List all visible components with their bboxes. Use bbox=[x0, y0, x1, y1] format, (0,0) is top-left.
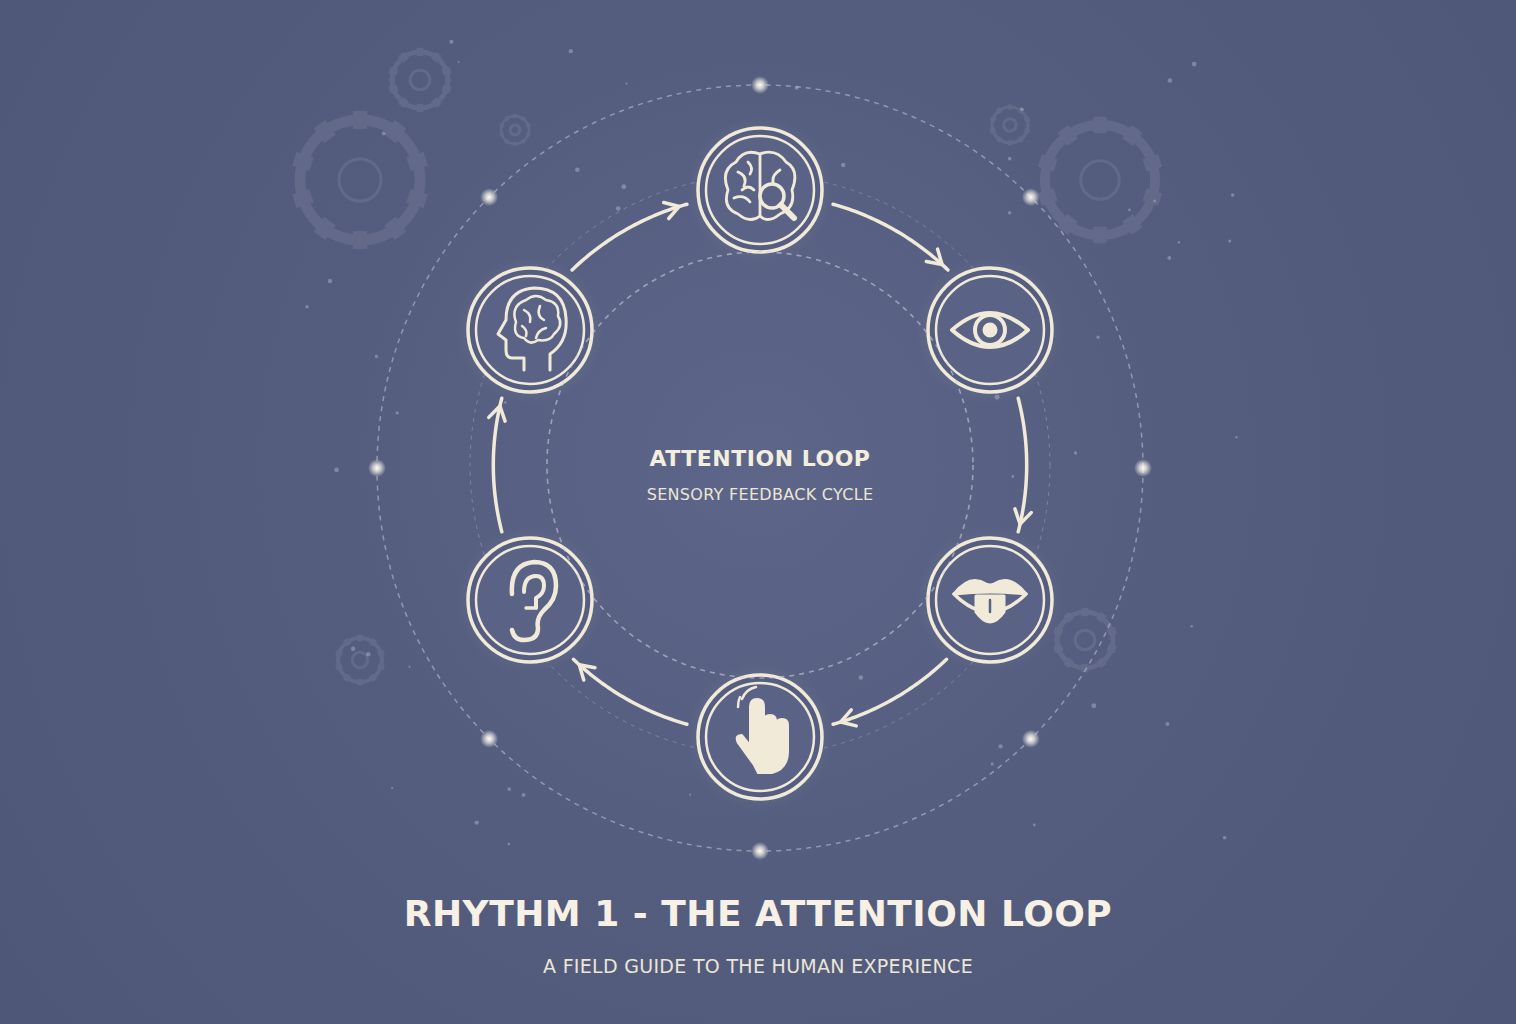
speck bbox=[991, 762, 994, 765]
speck bbox=[841, 163, 846, 168]
speck bbox=[375, 355, 378, 358]
ear-icon bbox=[456, 526, 604, 674]
speck bbox=[569, 49, 573, 53]
orbit-dot bbox=[1022, 188, 1040, 206]
arrowhead bbox=[664, 203, 680, 219]
speck bbox=[1096, 335, 1099, 338]
speck bbox=[689, 794, 691, 796]
brainsearch-icon bbox=[686, 116, 834, 264]
speck bbox=[1033, 823, 1036, 826]
loop-arc bbox=[833, 204, 948, 270]
eye-icon bbox=[916, 256, 1064, 404]
speck bbox=[1231, 193, 1235, 197]
speck bbox=[1235, 436, 1238, 439]
arrowhead bbox=[926, 249, 942, 264]
speck bbox=[1228, 239, 1231, 242]
center-node: ATTENTION LOOP SENSORY FEEDBACK CYCLE bbox=[545, 260, 975, 690]
speck bbox=[621, 184, 626, 189]
speck bbox=[474, 820, 478, 824]
speck bbox=[1074, 451, 1077, 454]
orbit-dot bbox=[751, 842, 769, 860]
speck bbox=[382, 132, 386, 136]
speck bbox=[334, 468, 339, 473]
speck bbox=[395, 411, 398, 414]
speck bbox=[1011, 475, 1014, 478]
speck bbox=[366, 652, 371, 657]
node-subtitle: SENSORY FEEDBACK CYCLE bbox=[647, 485, 874, 504]
speck bbox=[507, 843, 510, 846]
arrowhead bbox=[489, 406, 505, 421]
background-gear bbox=[292, 111, 428, 249]
speck bbox=[1153, 200, 1156, 203]
speck bbox=[1167, 256, 1171, 260]
speck bbox=[305, 305, 309, 309]
background-gear bbox=[990, 104, 1031, 145]
speck bbox=[391, 787, 393, 789]
speck bbox=[1192, 62, 1197, 67]
speck bbox=[575, 167, 580, 172]
dashed-circle bbox=[545, 260, 975, 690]
background-gear bbox=[1038, 117, 1162, 244]
orbit-dot bbox=[368, 459, 386, 477]
loop-arc bbox=[833, 659, 947, 724]
speck bbox=[1165, 722, 1169, 726]
speck bbox=[625, 82, 627, 84]
speck bbox=[1178, 241, 1180, 243]
speck bbox=[507, 787, 511, 791]
speck bbox=[1223, 836, 1227, 840]
orbit-dot bbox=[480, 730, 498, 748]
background-gear bbox=[335, 635, 385, 686]
orbit-dot bbox=[1022, 730, 1040, 748]
background-gear bbox=[499, 114, 531, 146]
loop-arc bbox=[493, 398, 502, 532]
speck bbox=[998, 744, 1002, 748]
loop-arc bbox=[572, 204, 687, 270]
speck bbox=[616, 206, 621, 211]
speck bbox=[1008, 211, 1012, 215]
diagram-title: RHYTHM 1 - THE ATTENTION LOOP bbox=[0, 893, 1516, 934]
arrowhead bbox=[1015, 509, 1031, 524]
outer-orbit bbox=[377, 85, 1143, 851]
node-heading: ATTENTION LOOP bbox=[649, 446, 870, 471]
orbit-dot bbox=[480, 188, 498, 206]
speck bbox=[1020, 107, 1024, 111]
speck bbox=[522, 793, 526, 797]
speck bbox=[1168, 78, 1173, 83]
speck bbox=[1190, 625, 1193, 628]
speck bbox=[328, 279, 332, 283]
arrowhead bbox=[579, 665, 595, 680]
orbit-dot bbox=[1134, 459, 1152, 477]
speck bbox=[351, 647, 355, 651]
loop-arc bbox=[1018, 398, 1027, 532]
speck bbox=[1128, 208, 1131, 211]
diagram-caption: A FIELD GUIDE TO THE HUMAN EXPERIENCE bbox=[0, 955, 1516, 977]
head-icon bbox=[456, 256, 604, 404]
speck bbox=[449, 40, 453, 44]
speck bbox=[1008, 157, 1012, 161]
speck bbox=[408, 666, 410, 668]
speck bbox=[458, 61, 460, 63]
hand-icon bbox=[686, 663, 834, 811]
background-gear bbox=[388, 48, 451, 112]
speck bbox=[504, 401, 507, 404]
speck bbox=[1091, 703, 1096, 708]
speck bbox=[859, 675, 863, 679]
tongue-icon bbox=[916, 526, 1064, 674]
loop-arc bbox=[573, 659, 687, 724]
background-gear bbox=[1053, 608, 1116, 672]
orbit-dot bbox=[751, 76, 769, 94]
arrowhead bbox=[841, 710, 857, 726]
